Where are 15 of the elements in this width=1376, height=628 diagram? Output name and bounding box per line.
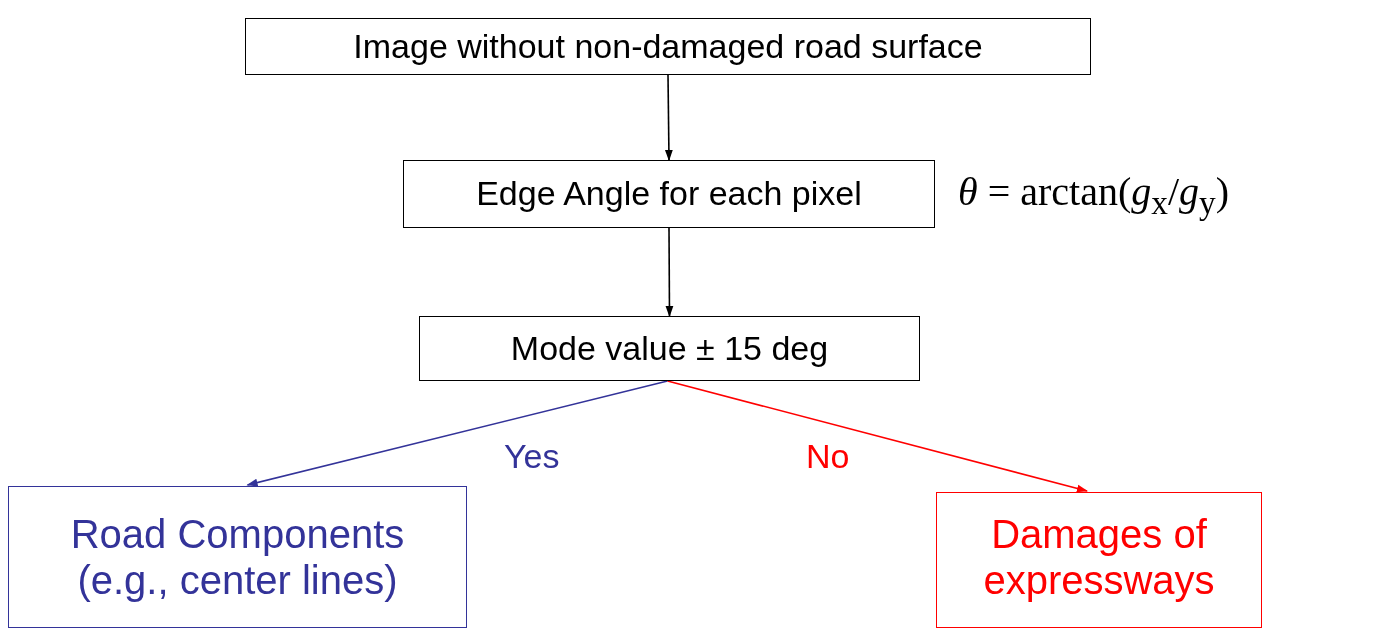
arrow — [664, 74, 673, 162]
box-label: Mode value ± 15 deg — [510, 328, 829, 369]
arrow — [246, 380, 669, 487]
formula: θ = arctan(g$_{x}$/g$_{y}$) — [958, 168, 1230, 222]
process-box — [403, 160, 935, 228]
process-box — [8, 486, 467, 628]
box-label: Road Components (e.g., center lines) — [69, 511, 406, 603]
box-label: Edge Angle for each pixel — [476, 174, 862, 214]
process-box — [419, 316, 920, 381]
process-box — [936, 492, 1262, 628]
box-label: Image without non-damaged road surface — [353, 26, 983, 67]
arrow — [665, 227, 674, 318]
arrow — [666, 380, 1089, 493]
process-box — [245, 18, 1091, 75]
box-label: Damages of expressways — [982, 511, 1216, 603]
